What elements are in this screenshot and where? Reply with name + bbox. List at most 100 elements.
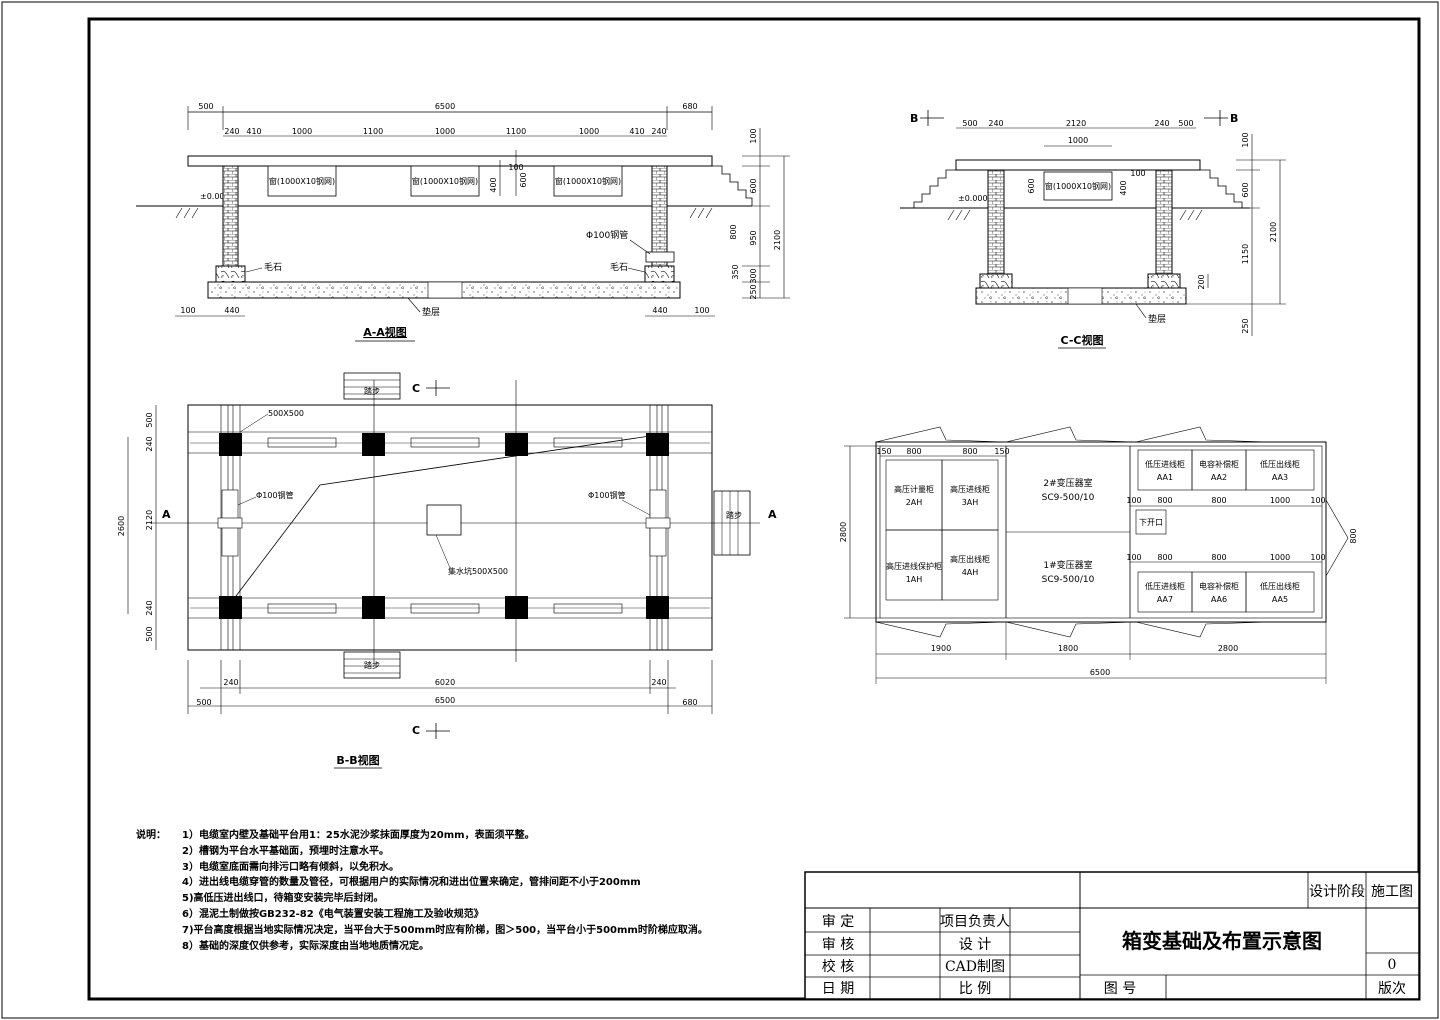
cc-top-dim-2: 2120 (1066, 119, 1086, 128)
bb-step-right: 踏步 (726, 510, 742, 520)
view-bb: 踏步 踏步 踏步 (117, 372, 777, 769)
cc-top-dim-4: 500 (1178, 119, 1193, 128)
aa-bottom-dim-1: 440 (224, 306, 239, 315)
cc-view-title: C-C视图 (1061, 333, 1104, 347)
aa-sub-dim-7: 410 (629, 127, 644, 136)
bb-bottom-dim-2: 240 (651, 678, 666, 687)
aa-pipe-label: Φ100钢管 (586, 229, 628, 241)
cc-top-dim-3: 240 (1154, 119, 1169, 128)
bb-view-title: B-B视图 (336, 753, 379, 767)
bb-left-dim-0: 500 (145, 412, 154, 427)
cc-top-dim-0: 500 (962, 119, 977, 128)
layout-bottom-dim-0: 1900 (931, 644, 951, 653)
aa-right-dim-0: 100 (749, 128, 758, 143)
aa-sub-dim-5: 1100 (506, 127, 526, 136)
layout-top-dim-3: 150 (994, 447, 1009, 456)
aa-right-dim-5: 300 (749, 268, 758, 283)
cc-top-dim-1: 240 (988, 119, 1003, 128)
aa-right-dim-1: 600 (749, 178, 758, 193)
tb-row-3-left: 日 期 (822, 981, 854, 997)
transformer-0-model: SC9-500/10 (1042, 493, 1095, 503)
aa-right-dim-2: 800 (729, 224, 738, 239)
aa-sub-dim-1: 410 (246, 127, 261, 136)
tb-row-1-left: 审 核 (822, 937, 854, 953)
bb-bottom-dim-0: 240 (223, 678, 238, 687)
tb-stage-value: 施工图 (1371, 884, 1413, 900)
aa-right-dim-6: 250 (749, 284, 758, 299)
equipment-layout: 高压计量柜 2AH 高压进线柜 3AH 高压进线保护柜 1AH 高压出线柜 4A… (839, 426, 1358, 684)
bb-mark-c-bottom: C (412, 724, 420, 737)
bb-bottom-dim-3: 6500 (435, 696, 455, 705)
cc-window-dim-2: 400 (1119, 180, 1128, 195)
aa-sub-dim-0: 240 (224, 127, 239, 136)
note-item: 8）基础的深度仅供参考，实际深度由当地地质情况定。 (182, 940, 429, 952)
tb-row-0-mid: 项目负责人 (940, 914, 1010, 930)
transformer-0-name: 2#变压器室 (1043, 477, 1092, 489)
hv-cabinet-0-name: 高压计量柜 (894, 484, 934, 494)
tb-drawing-no-label: 图 号 (1104, 981, 1136, 997)
lv-dim-top-1: 800 (1157, 496, 1172, 505)
lv-dim-bottom-4: 100 (1310, 553, 1325, 562)
bb-left-dim-4: 240 (145, 600, 154, 615)
bb-bottom-dim-5: 680 (682, 698, 697, 707)
aa-window-dim-2: 600 (519, 172, 528, 187)
lv-bottom-1-name: 电容补偿柜 (1199, 581, 1239, 591)
layout-top-dim-1: 800 (906, 447, 921, 456)
aa-dim-top-0: 500 (198, 102, 213, 111)
hv-cabinet-2-code: 1AH (906, 575, 923, 584)
bb-step-top: 踏步 (364, 386, 380, 396)
tb-drawing-title: 箱变基础及布置示意图 (1122, 929, 1322, 953)
aa-stone-right: 毛石 (610, 261, 628, 273)
bb-step-bottom: 踏步 (364, 660, 380, 670)
layout-total-dim: 6500 (1090, 668, 1110, 677)
layout-side-dim: 800 (1349, 528, 1358, 543)
lv-top-2-code: AA3 (1272, 473, 1288, 482)
lv-dim-bottom-0: 100 (1126, 553, 1141, 562)
note-item: 2）槽钢为平台水平基础面，预埋时注意水平。 (182, 845, 389, 857)
bb-mark-a-right: A (768, 508, 777, 521)
cc-right-dim-0: 100 (1241, 132, 1250, 147)
hv-cabinet-1-name: 高压进线柜 (950, 484, 990, 494)
tb-version-value: 0 (1388, 957, 1397, 973)
layout-top-dim-2: 800 (962, 447, 977, 456)
view-aa: 500 6500 680 240 410 1000 1100 1000 1100… (136, 102, 790, 342)
aa-window-1: 窗(1000X10钢网) (412, 176, 478, 186)
cc-base-label: 垫层 (1148, 313, 1166, 325)
layout-bottom-dim-1: 1800 (1058, 644, 1078, 653)
note-item: 4）进出线电缆穿管的数量及管径，可根据用户的实际情况和进出位置来确定，管排间距不… (182, 877, 641, 889)
aa-stone-left: 毛石 (264, 261, 282, 273)
lv-bottom-2-name: 低压出线柜 (1260, 581, 1300, 591)
bb-mark-c-top: C (412, 382, 420, 395)
aa-right-dim-3: 950 (749, 230, 758, 245)
cc-right-dim-3: 250 (1241, 318, 1250, 333)
aa-bottom-dim-3: 100 (694, 306, 709, 315)
cc-window-dim-1: 600 (1027, 178, 1036, 193)
bb-left-dim-3: 2600 (117, 516, 126, 536)
tb-row-2-left: 校 核 (822, 958, 854, 975)
notes: 说明： 1）电缆室内壁及基础平台用1：25水泥沙浆抹面厚度为20mm，表面须平整… (136, 828, 796, 954)
lv-bottom-0-code: AA7 (1157, 595, 1173, 604)
cc-section-mark-left: B (910, 112, 918, 125)
lv-dim-bottom-1: 800 (1157, 553, 1172, 562)
hv-cabinet-3-code: 4AH (962, 568, 979, 577)
note-item: 5)高低压进出线口，待箱变安装完毕后封闭。 (182, 893, 384, 905)
note-item: 1）电缆室内壁及基础平台用1：25水泥沙浆抹面厚度为20mm，表面须平整。 (182, 830, 535, 841)
tb-version-label: 版次 (1378, 981, 1406, 997)
bb-left-dim-5: 500 (145, 626, 154, 641)
lv-dim-top-4: 100 (1310, 496, 1325, 505)
aa-dim-top-2: 680 (682, 102, 697, 111)
layout-top-dim-0: 150 (876, 447, 891, 456)
notes-heading: 说明： (136, 830, 166, 841)
lv-top-1-code: AA2 (1211, 473, 1227, 482)
layout-bottom-dim-2: 2800 (1218, 644, 1238, 653)
bb-left-pipe-label: Φ100钢管 (256, 490, 294, 500)
tb-row-0-left: 审 定 (822, 914, 854, 930)
layout-door-label: 下开口 (1139, 518, 1163, 527)
aa-base-label: 垫层 (422, 306, 440, 318)
view-cc: B B 500 240 2120 240 500 1000 ±0.000 垫层 … (900, 110, 1286, 349)
cc-right-dim-5: 200 (1197, 274, 1206, 289)
lv-dim-bottom-2: 800 (1211, 553, 1226, 562)
aa-dim-top-1: 6500 (435, 102, 455, 111)
